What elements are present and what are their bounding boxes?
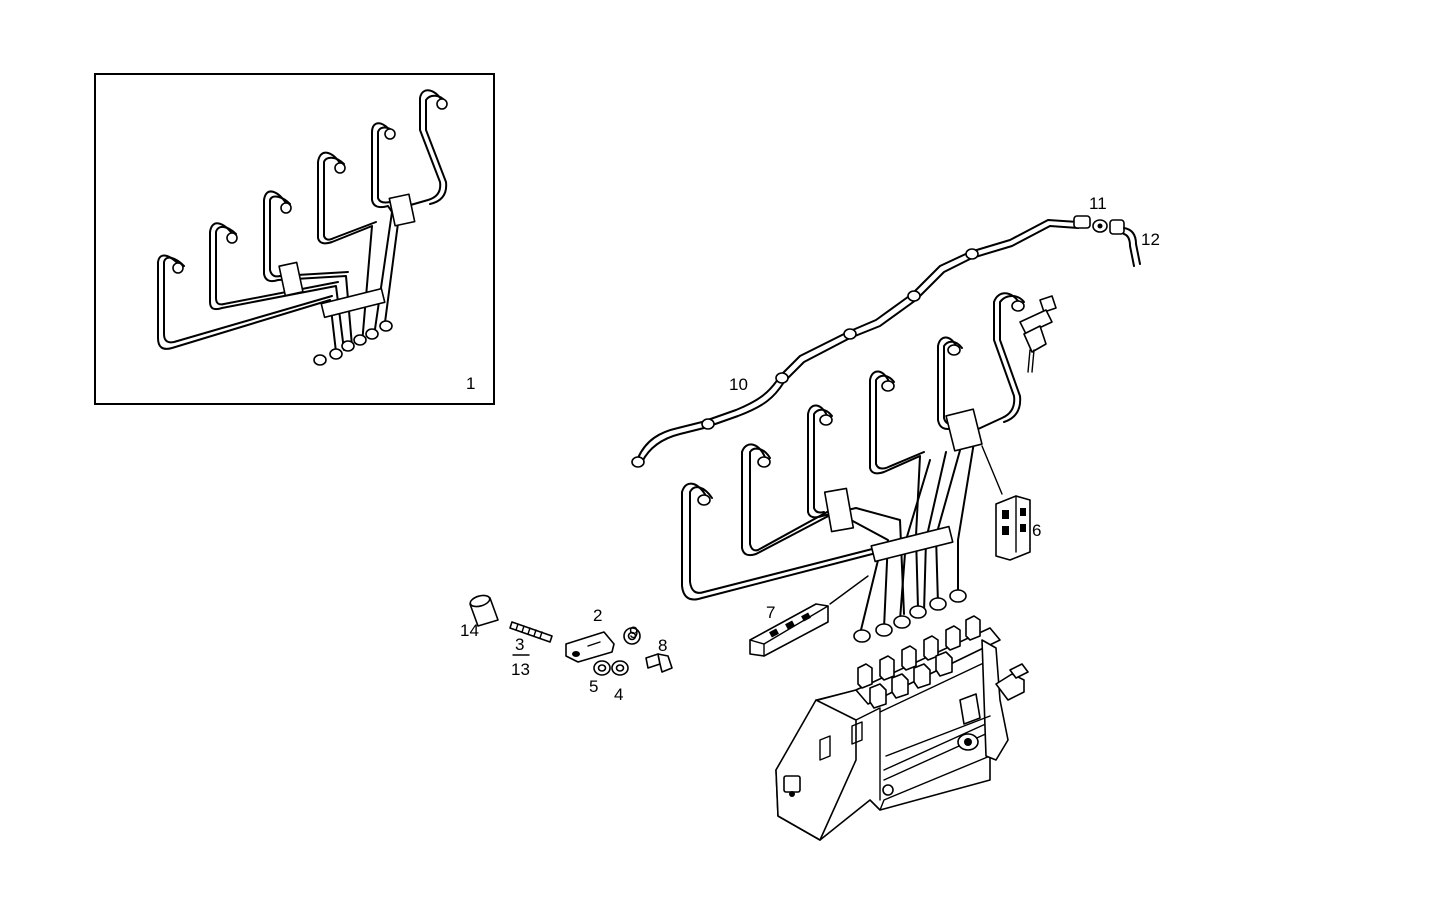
main-pipe-bundle <box>681 292 1025 643</box>
clamp-lower: 7 <box>749 575 869 657</box>
callout-14: 14 <box>460 621 479 640</box>
callout-11: 11 <box>1089 194 1107 213</box>
callout-8: 8 <box>658 636 667 655</box>
stud: 3 13 <box>509 621 553 679</box>
callout-12: 12 <box>1141 230 1160 249</box>
callout-2: 2 <box>593 606 602 625</box>
delivery-valves <box>857 615 981 709</box>
callout-6: 6 <box>1032 521 1041 540</box>
inset-frame <box>94 73 495 405</box>
callout-7: 7 <box>766 603 775 622</box>
callout-9: 9 <box>629 623 638 642</box>
callout-10: 10 <box>729 375 748 394</box>
injector <box>1019 295 1057 373</box>
inset-pipe-kit: 1 <box>94 73 495 405</box>
inset-pipe-bundle <box>157 89 448 366</box>
union-fitting: 11 <box>1073 194 1108 233</box>
bolt: 8 <box>645 636 673 673</box>
callout-4: 4 <box>614 685 623 704</box>
clamp-upper: 6 <box>981 445 1041 561</box>
return-pipe-end: 12 <box>1109 219 1160 267</box>
bracket-plate: 2 <box>565 606 615 663</box>
injection-pump <box>775 615 1029 841</box>
sleeve: 14 <box>460 594 499 640</box>
callout-3: 3 <box>515 635 524 654</box>
washers-nuts: 9 5 4 <box>589 623 641 704</box>
callout-5: 5 <box>589 677 598 696</box>
callout-13: 13 <box>511 660 530 679</box>
leak-off-pipe: 10 <box>631 219 1079 468</box>
callout-1: 1 <box>466 374 475 393</box>
